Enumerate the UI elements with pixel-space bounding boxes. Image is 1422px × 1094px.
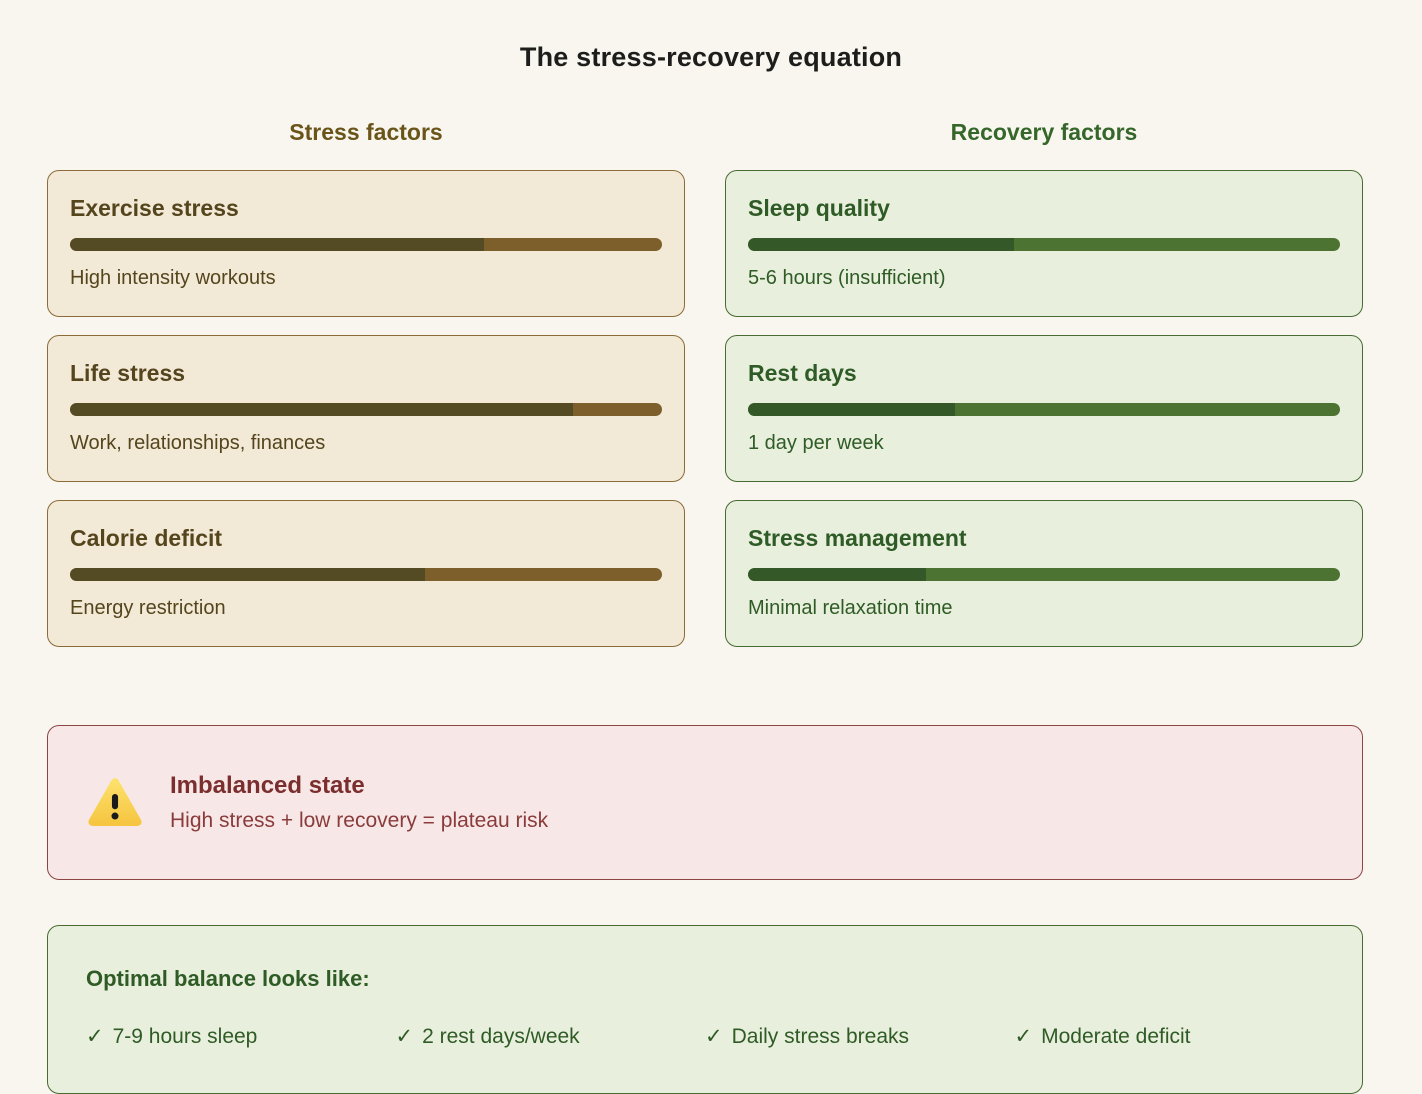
card-calorie-deficit: Calorie deficit Energy restriction	[47, 500, 685, 647]
check-icon: ✓	[86, 1025, 104, 1048]
card-title: Life stress	[70, 360, 186, 386]
progress-bar	[748, 568, 1340, 581]
card-title: Sleep quality	[748, 195, 890, 221]
card-life-stress: Life stress Work, relationships, finance…	[47, 335, 685, 482]
card-subtitle: Minimal relaxation time	[748, 597, 953, 619]
progress-bar	[748, 238, 1340, 251]
progress-bar-fill	[748, 568, 926, 581]
optimal-balance-title: Optimal balance looks like:	[86, 966, 370, 991]
stress-column-header: Stress factors	[289, 119, 443, 145]
card-subtitle: 1 day per week	[748, 432, 884, 454]
warning-triangle-icon	[88, 777, 142, 826]
card-sleep-quality: Sleep quality 5-6 hours (insufficient)	[725, 170, 1363, 317]
optimal-balance-list: ✓ 7-9 hours sleep ✓ 2 rest days/week ✓ D…	[86, 1024, 1324, 1049]
card-rest-days: Rest days 1 day per week	[725, 335, 1363, 482]
progress-bar	[748, 403, 1340, 416]
card-title: Stress management	[748, 525, 967, 551]
list-item-label: Daily stress breaks	[731, 1025, 909, 1048]
progress-bar-fill	[70, 238, 485, 251]
warning-text: High stress + low recovery = plateau ris…	[170, 809, 549, 832]
list-item-label: 7-9 hours sleep	[112, 1025, 258, 1048]
page-title: The stress-recovery equation	[519, 42, 903, 72]
list-item: ✓ Moderate deficit	[1015, 1024, 1325, 1049]
list-item: ✓ 7-9 hours sleep	[86, 1024, 396, 1049]
progress-bar	[70, 403, 662, 416]
card-title: Calorie deficit	[70, 525, 223, 551]
warning-title: Imbalanced state	[170, 772, 365, 799]
progress-bar-fill	[748, 403, 956, 416]
progress-bar-fill	[748, 238, 1015, 251]
optimal-balance-card: Optimal balance looks like: ✓ 7-9 hours …	[47, 925, 1363, 1094]
recovery-column: Recovery factors Sleep quality 5-6 hours…	[725, 119, 1363, 665]
list-item: ✓ Daily stress breaks	[705, 1024, 1015, 1049]
check-icon: ✓	[1014, 1025, 1033, 1048]
card-exercise-stress: Exercise stress High intensity workouts	[47, 170, 685, 317]
card-subtitle: Work, relationships, finances	[70, 432, 326, 454]
card-title: Exercise stress	[70, 195, 239, 221]
list-item-label: 2 rest days/week	[422, 1025, 580, 1048]
factor-columns: Stress factors Exercise stress High inte…	[47, 119, 1363, 665]
imbalanced-state-banner: Imbalanced state High stress + low recov…	[47, 725, 1363, 880]
progress-bar	[70, 568, 662, 581]
list-item: ✓ 2 rest days/week	[396, 1024, 706, 1049]
recovery-column-header: Recovery factors	[950, 119, 1138, 145]
progress-bar-fill	[70, 403, 574, 416]
progress-bar	[70, 238, 662, 251]
check-icon: ✓	[705, 1025, 723, 1048]
card-title: Rest days	[748, 360, 857, 386]
card-stress-management: Stress management Minimal relaxation tim…	[725, 500, 1363, 647]
stress-column: Stress factors Exercise stress High inte…	[47, 119, 685, 665]
warning-content: Imbalanced state High stress + low recov…	[170, 772, 548, 833]
card-subtitle: Energy restriction	[70, 597, 226, 619]
card-subtitle: High intensity workouts	[70, 267, 276, 289]
check-icon: ✓	[395, 1025, 414, 1048]
progress-bar-fill	[70, 568, 426, 581]
card-subtitle: 5-6 hours (insufficient)	[748, 267, 946, 289]
list-item-label: Moderate deficit	[1041, 1025, 1191, 1048]
